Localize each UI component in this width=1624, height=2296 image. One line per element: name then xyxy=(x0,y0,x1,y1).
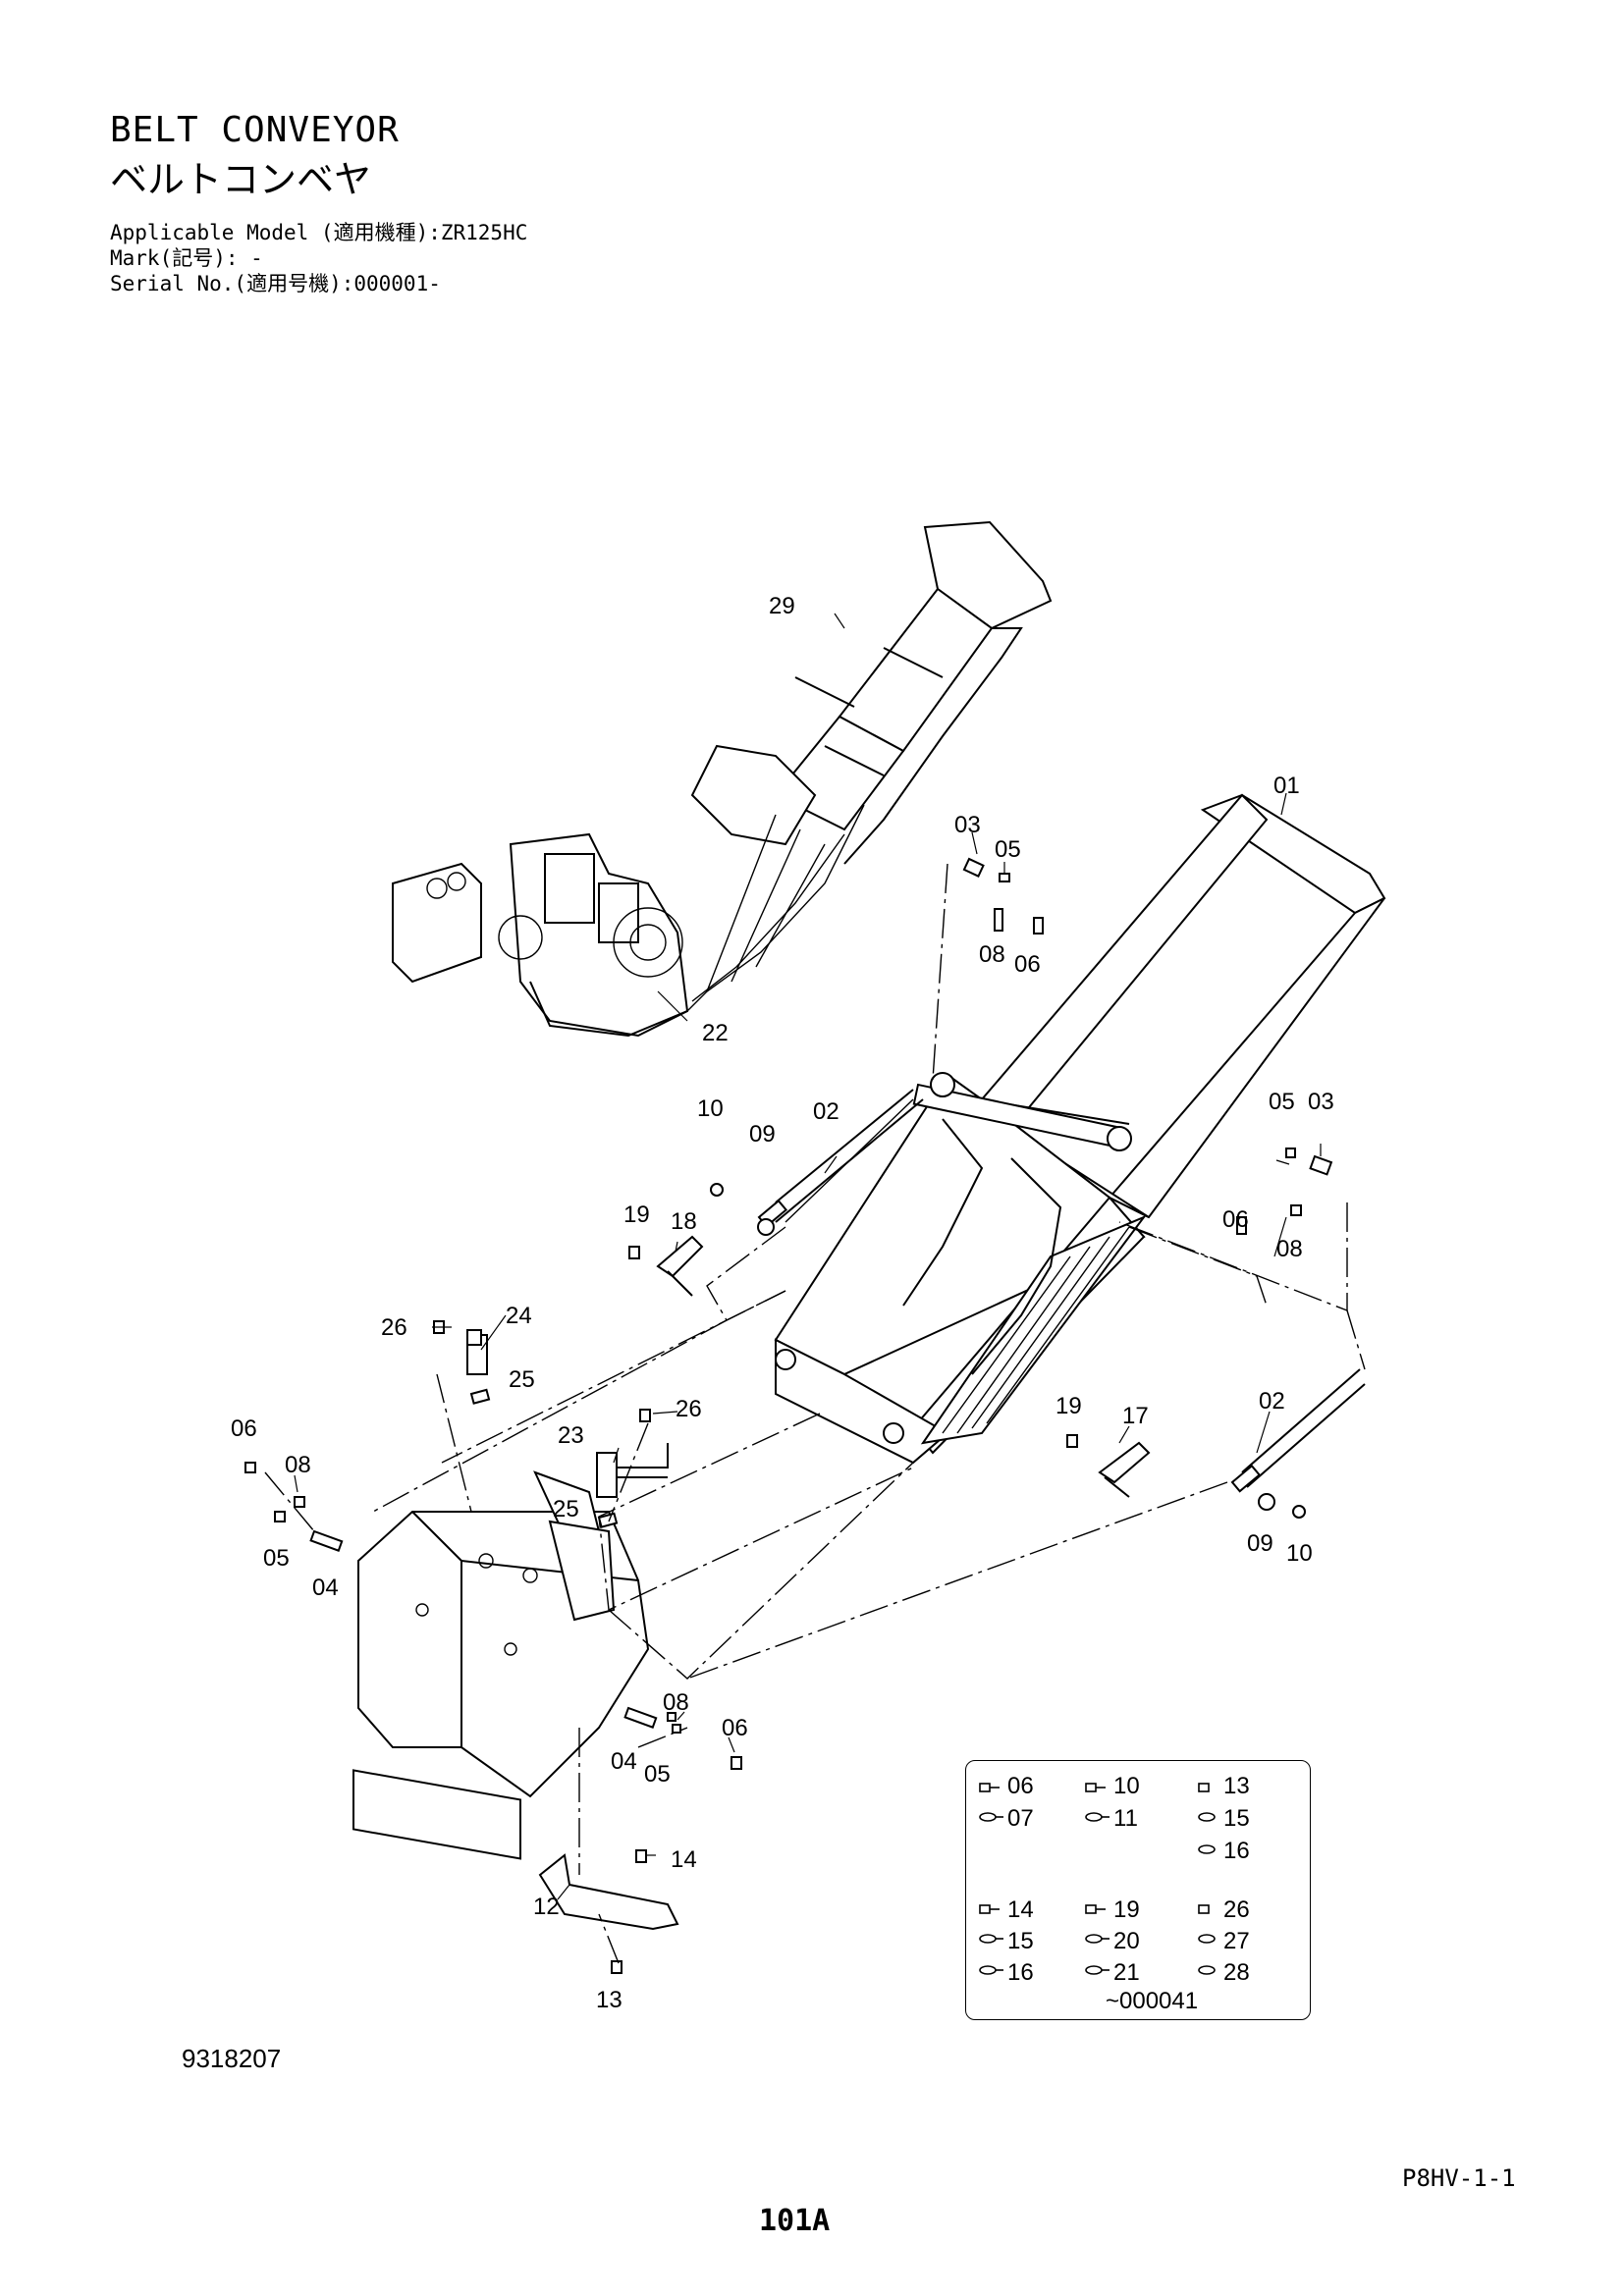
kit-bolt-14: 14 xyxy=(1007,1896,1034,1923)
callout-02: 02 xyxy=(813,1098,839,1125)
callout-22: 22 xyxy=(702,1020,729,1046)
callout-06: 06 xyxy=(1014,951,1041,978)
callout-labels: 29 01 03 05 08 06 22 10 02 09 19 18 05 0… xyxy=(231,593,1334,2013)
callout-08: 08 xyxy=(663,1689,689,1716)
kit-washer-28: 28 xyxy=(1223,1959,1250,1986)
page-code: P8HV-1-1 xyxy=(1402,2164,1516,2192)
callout-06: 06 xyxy=(1222,1206,1249,1233)
washer-icon xyxy=(1198,1965,1216,1975)
kit-washer-21: 21 xyxy=(1113,1959,1140,1986)
washer-icon xyxy=(1198,1812,1216,1822)
applicable-model: Applicable Model (適用機種):ZR125HC xyxy=(110,221,528,244)
callout-05: 05 xyxy=(995,836,1021,863)
kit-washer-27: 27 xyxy=(1223,1928,1250,1954)
callout-06: 06 xyxy=(722,1715,748,1741)
callout-10: 10 xyxy=(1286,1540,1313,1567)
callout-06: 06 xyxy=(231,1415,257,1442)
callout-08: 08 xyxy=(285,1452,311,1478)
callout-12: 12 xyxy=(533,1894,560,1920)
bolt-icon xyxy=(979,1904,991,1914)
page-number: 101A xyxy=(759,2204,831,2238)
kit-serial-range: ~000041 xyxy=(1106,1988,1199,2014)
kit-washer-15: 15 xyxy=(1007,1928,1034,1954)
callout-08: 08 xyxy=(979,941,1005,968)
callout-09: 09 xyxy=(1247,1530,1273,1557)
washer-icon xyxy=(1085,1934,1103,1944)
page-title: BELT CONVEYOR xyxy=(110,110,400,150)
callout-19: 19 xyxy=(1056,1393,1082,1419)
washer-icon xyxy=(1198,1844,1216,1854)
callout-10: 10 xyxy=(697,1095,724,1122)
washer-icon xyxy=(979,1965,997,1975)
document-number: 9318207 xyxy=(182,2044,282,2073)
bolt-icon xyxy=(1198,1904,1210,1914)
callout-13: 13 xyxy=(596,1987,623,2013)
callout-26: 26 xyxy=(381,1314,407,1341)
callout-08: 08 xyxy=(1276,1236,1303,1262)
kit-washer-07: 07 xyxy=(1007,1805,1034,1832)
callout-05: 05 xyxy=(644,1761,671,1788)
callout-26: 26 xyxy=(676,1396,702,1422)
callout-17: 17 xyxy=(1122,1403,1149,1429)
kit-bolt-13: 13 xyxy=(1223,1773,1250,1799)
callout-14: 14 xyxy=(671,1846,697,1873)
kit-bolt-26: 26 xyxy=(1223,1896,1250,1923)
kit-bolt-10: 10 xyxy=(1113,1773,1140,1799)
callout-18: 18 xyxy=(671,1208,697,1235)
bolt-icon xyxy=(1085,1783,1097,1792)
callout-04: 04 xyxy=(611,1748,637,1775)
callout-24: 24 xyxy=(506,1303,532,1329)
leader-lines xyxy=(294,613,1322,1900)
kit-washer-20: 20 xyxy=(1113,1928,1140,1954)
kit-washer-15: 15 xyxy=(1223,1805,1250,1832)
assembled-belt-conveyor xyxy=(392,520,1053,1038)
mark: Mark(記号): - xyxy=(110,246,263,270)
washer-icon xyxy=(1198,1934,1216,1944)
callout-03: 03 xyxy=(1308,1089,1334,1115)
callout-03: 03 xyxy=(954,812,981,838)
kit-washer-11: 11 xyxy=(1113,1805,1138,1832)
washer-icon xyxy=(1085,1965,1103,1975)
callout-02: 02 xyxy=(1259,1388,1285,1415)
hardware-kit-legend: 06 07 14 15 16 10 11 19 20 21 13 15 16 2… xyxy=(965,1760,1311,2020)
serial-number: Serial No.(適用号機):000001- xyxy=(110,272,441,295)
callout-19: 19 xyxy=(623,1201,650,1228)
callout-23: 23 xyxy=(558,1422,584,1449)
washer-icon xyxy=(1085,1812,1103,1822)
callout-29: 29 xyxy=(769,593,795,619)
kit-washer-16: 16 xyxy=(1007,1959,1034,1986)
bolt-icon xyxy=(1085,1904,1097,1914)
callout-04: 04 xyxy=(312,1575,339,1601)
conveyor-frame xyxy=(774,793,1386,1465)
bolt-icon xyxy=(979,1783,991,1792)
callout-09: 09 xyxy=(749,1121,776,1148)
callout-01: 01 xyxy=(1273,773,1300,799)
kit-bolt-06: 06 xyxy=(1007,1773,1034,1799)
callout-05: 05 xyxy=(1269,1089,1295,1115)
washer-icon xyxy=(979,1812,997,1822)
page-title-japanese: ベルトコンベヤ xyxy=(110,158,372,201)
kit-bolt-19: 19 xyxy=(1113,1896,1140,1923)
assembly-lines xyxy=(264,863,1366,1964)
callout-25: 25 xyxy=(509,1366,535,1393)
bolt-icon xyxy=(1198,1783,1210,1792)
callout-05: 05 xyxy=(263,1545,290,1572)
callout-25: 25 xyxy=(553,1496,579,1522)
small-parts xyxy=(244,857,1366,1974)
kit-symbols xyxy=(979,1783,1216,1975)
mounting-frame xyxy=(352,1470,650,1860)
kit-washer-16: 16 xyxy=(1223,1838,1250,1864)
washer-icon xyxy=(979,1934,997,1944)
